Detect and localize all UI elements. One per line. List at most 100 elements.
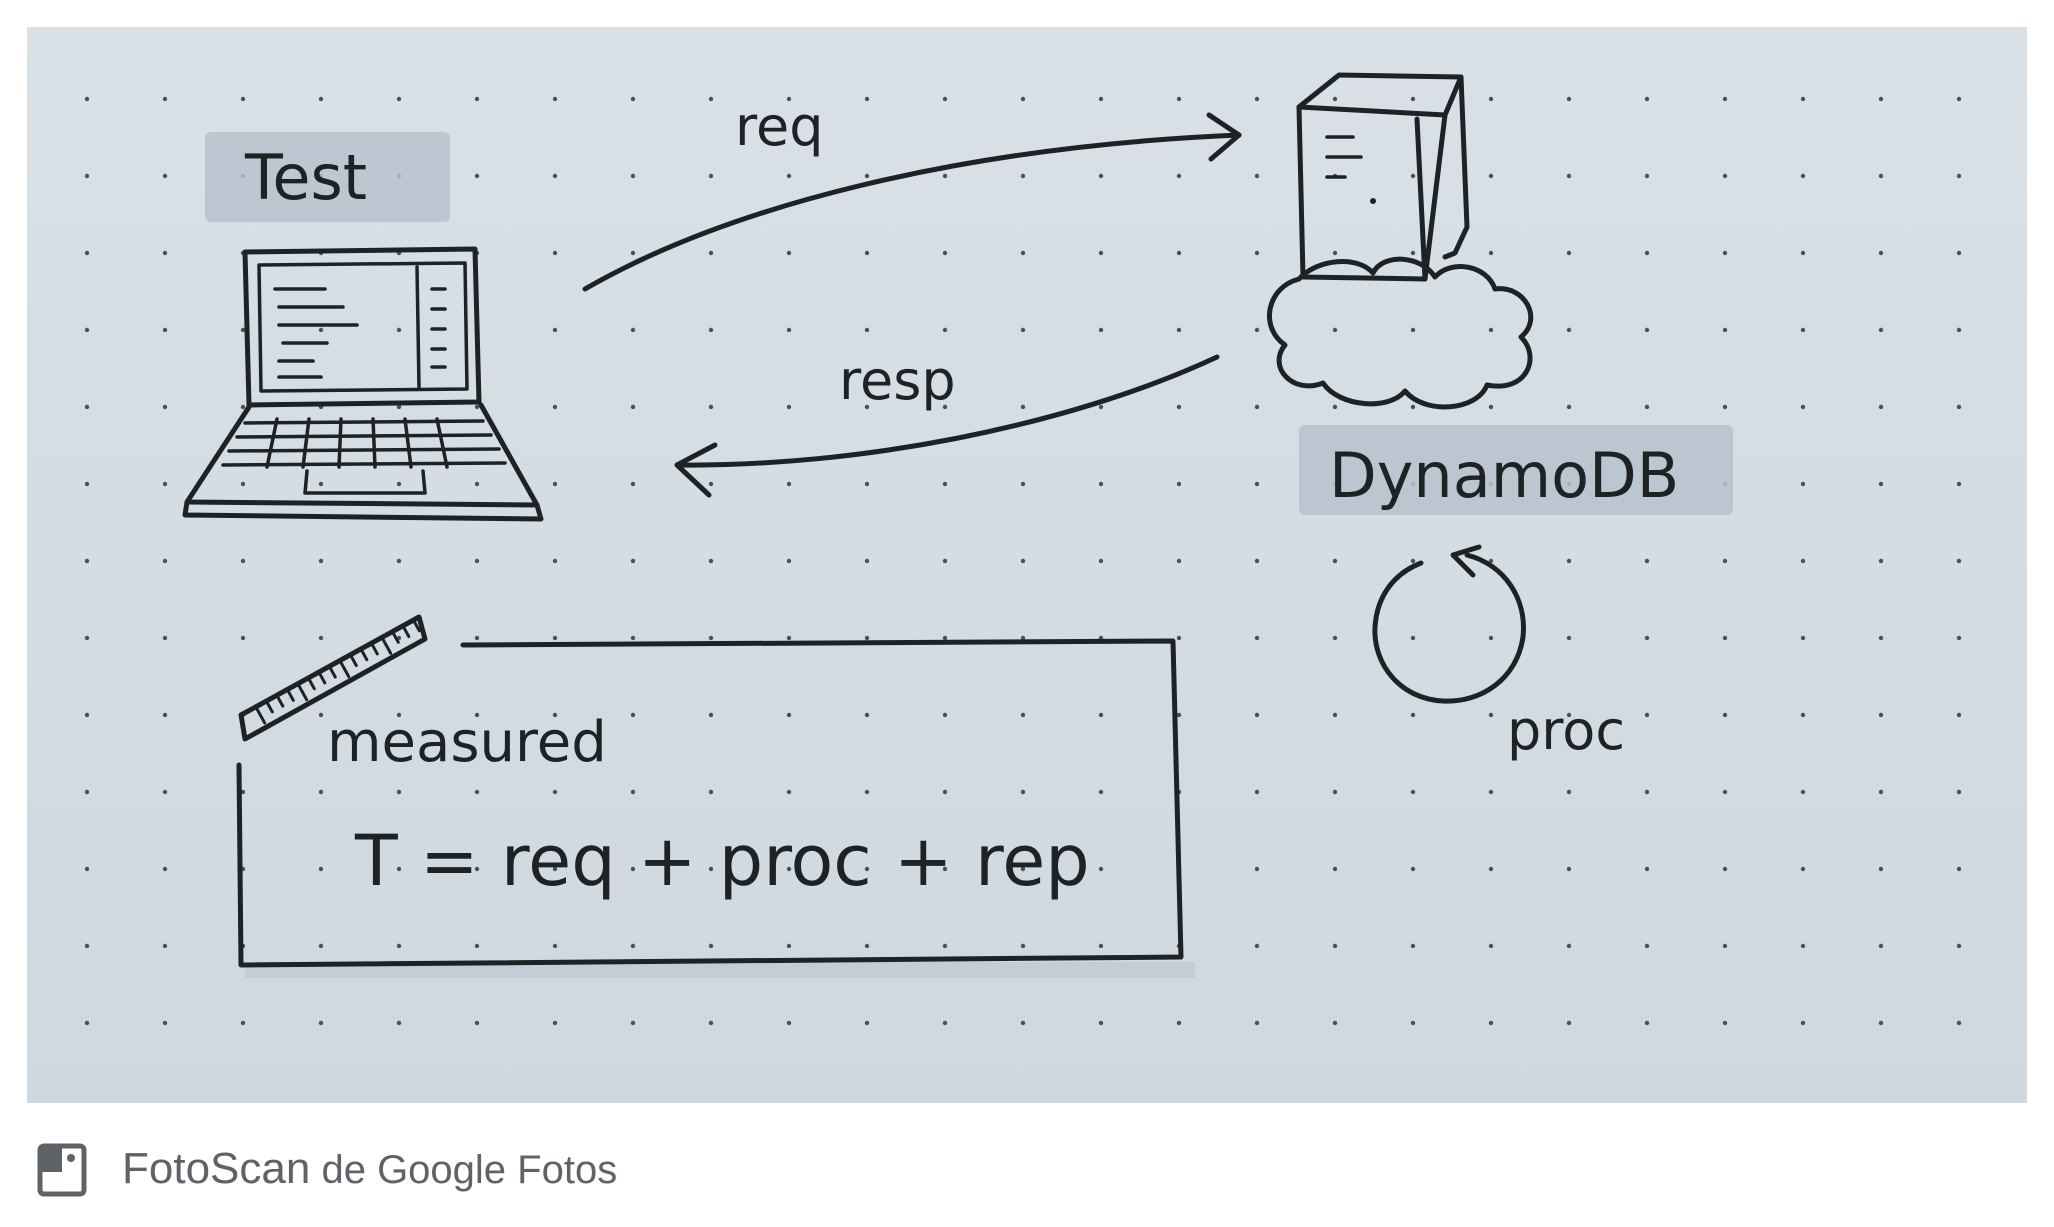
grid-dot <box>84 866 90 872</box>
grid-dot <box>708 789 714 795</box>
grid-dot <box>1800 1020 1806 1026</box>
grid-dot <box>708 866 714 872</box>
grid-dot <box>786 327 792 333</box>
client-label: Test <box>244 141 367 214</box>
grid-dot <box>474 789 480 795</box>
grid-dot <box>708 481 714 487</box>
grid-dot <box>1566 1020 1572 1026</box>
grid-dot <box>474 635 480 641</box>
loop-icon <box>1372 544 1526 704</box>
grid-dot <box>1254 96 1260 102</box>
grid-dot <box>1020 96 1026 102</box>
grid-dot <box>552 943 558 949</box>
grid-dot <box>1254 943 1260 949</box>
grid-dot <box>318 481 324 487</box>
diagram: Test <box>84 72 1962 1026</box>
grid-dot <box>1488 866 1494 872</box>
grid-dot <box>1644 866 1650 872</box>
grid-dot <box>1722 712 1728 718</box>
grid-dot <box>1176 327 1182 333</box>
grid-dot <box>864 96 870 102</box>
grid-dot <box>1254 404 1260 410</box>
grid-dot <box>396 712 402 718</box>
grid-dot <box>1410 789 1416 795</box>
grid-dot <box>162 96 168 102</box>
grid-dot <box>1332 943 1338 949</box>
laptop-icon <box>182 246 544 522</box>
grid-dot <box>1332 1020 1338 1026</box>
grid-dot <box>1098 712 1104 718</box>
grid-dot <box>552 173 558 179</box>
request-arrow <box>582 112 1242 292</box>
grid-dot <box>318 635 324 641</box>
grid-dot <box>162 173 168 179</box>
grid-dot <box>162 250 168 256</box>
photo-scan: Test <box>27 27 2027 1103</box>
grid-dot <box>1644 789 1650 795</box>
grid-dot <box>1332 250 1338 256</box>
grid-dot <box>1098 943 1104 949</box>
grid-dot <box>864 404 870 410</box>
grid-dot <box>1410 635 1416 641</box>
grid-dot <box>1956 558 1962 564</box>
grid-dot <box>318 558 324 564</box>
grid-dot <box>708 1020 714 1026</box>
grid-dot <box>1254 866 1260 872</box>
response-arrow <box>674 354 1220 498</box>
grid-dot <box>1410 712 1416 718</box>
grid-dot <box>630 1020 636 1026</box>
grid-dot <box>474 404 480 410</box>
server-label: DynamoDB <box>1329 439 1679 512</box>
grid-dot <box>1956 943 1962 949</box>
grid-dot <box>474 481 480 487</box>
grid-dot <box>396 1020 402 1026</box>
grid-dot <box>942 866 948 872</box>
grid-dot <box>1488 943 1494 949</box>
grid-dot <box>552 1020 558 1026</box>
server-label-group: DynamoDB <box>1299 425 1733 515</box>
grid-dot <box>162 1020 168 1026</box>
footer-credit: FotoScan de Google Fotos <box>122 1145 617 1203</box>
grid-dot <box>84 1020 90 1026</box>
grid-dot <box>708 558 714 564</box>
grid-dot <box>318 327 324 333</box>
grid-dot <box>1878 481 1884 487</box>
ruler-tick <box>371 643 379 656</box>
grid-dot <box>1566 404 1572 410</box>
grid-dot <box>786 250 792 256</box>
grid-dot <box>1254 712 1260 718</box>
grid-dot <box>1956 96 1962 102</box>
grid-dot <box>630 558 636 564</box>
grid-dot <box>1410 1020 1416 1026</box>
grid-dot <box>84 712 90 718</box>
grid-dot <box>162 635 168 641</box>
grid-dot <box>1956 635 1962 641</box>
grid-dot <box>240 404 246 410</box>
grid-dot <box>1332 789 1338 795</box>
grid-dot <box>1878 96 1884 102</box>
grid-dot <box>1020 558 1026 564</box>
grid-dot <box>1644 173 1650 179</box>
grid-dot <box>1722 173 1728 179</box>
grid-dot <box>318 1020 324 1026</box>
grid-dot <box>1332 712 1338 718</box>
grid-dot <box>552 404 558 410</box>
grid-dot <box>1956 789 1962 795</box>
grid-dot <box>1800 96 1806 102</box>
grid-dot <box>240 96 246 102</box>
ruler-tick <box>266 701 274 714</box>
grid-dot <box>1800 250 1806 256</box>
grid-dot <box>318 712 324 718</box>
grid-dot <box>942 558 948 564</box>
grid-dot <box>84 327 90 333</box>
grid-dot <box>84 250 90 256</box>
grid-dot <box>864 635 870 641</box>
grid-dot <box>474 558 480 564</box>
grid-dot <box>162 404 168 410</box>
grid-dot <box>786 635 792 641</box>
grid-dot <box>1176 250 1182 256</box>
grid-dot <box>162 943 168 949</box>
grid-dot <box>1800 404 1806 410</box>
grid-dot <box>1098 481 1104 487</box>
grid-dot <box>1020 1020 1026 1026</box>
